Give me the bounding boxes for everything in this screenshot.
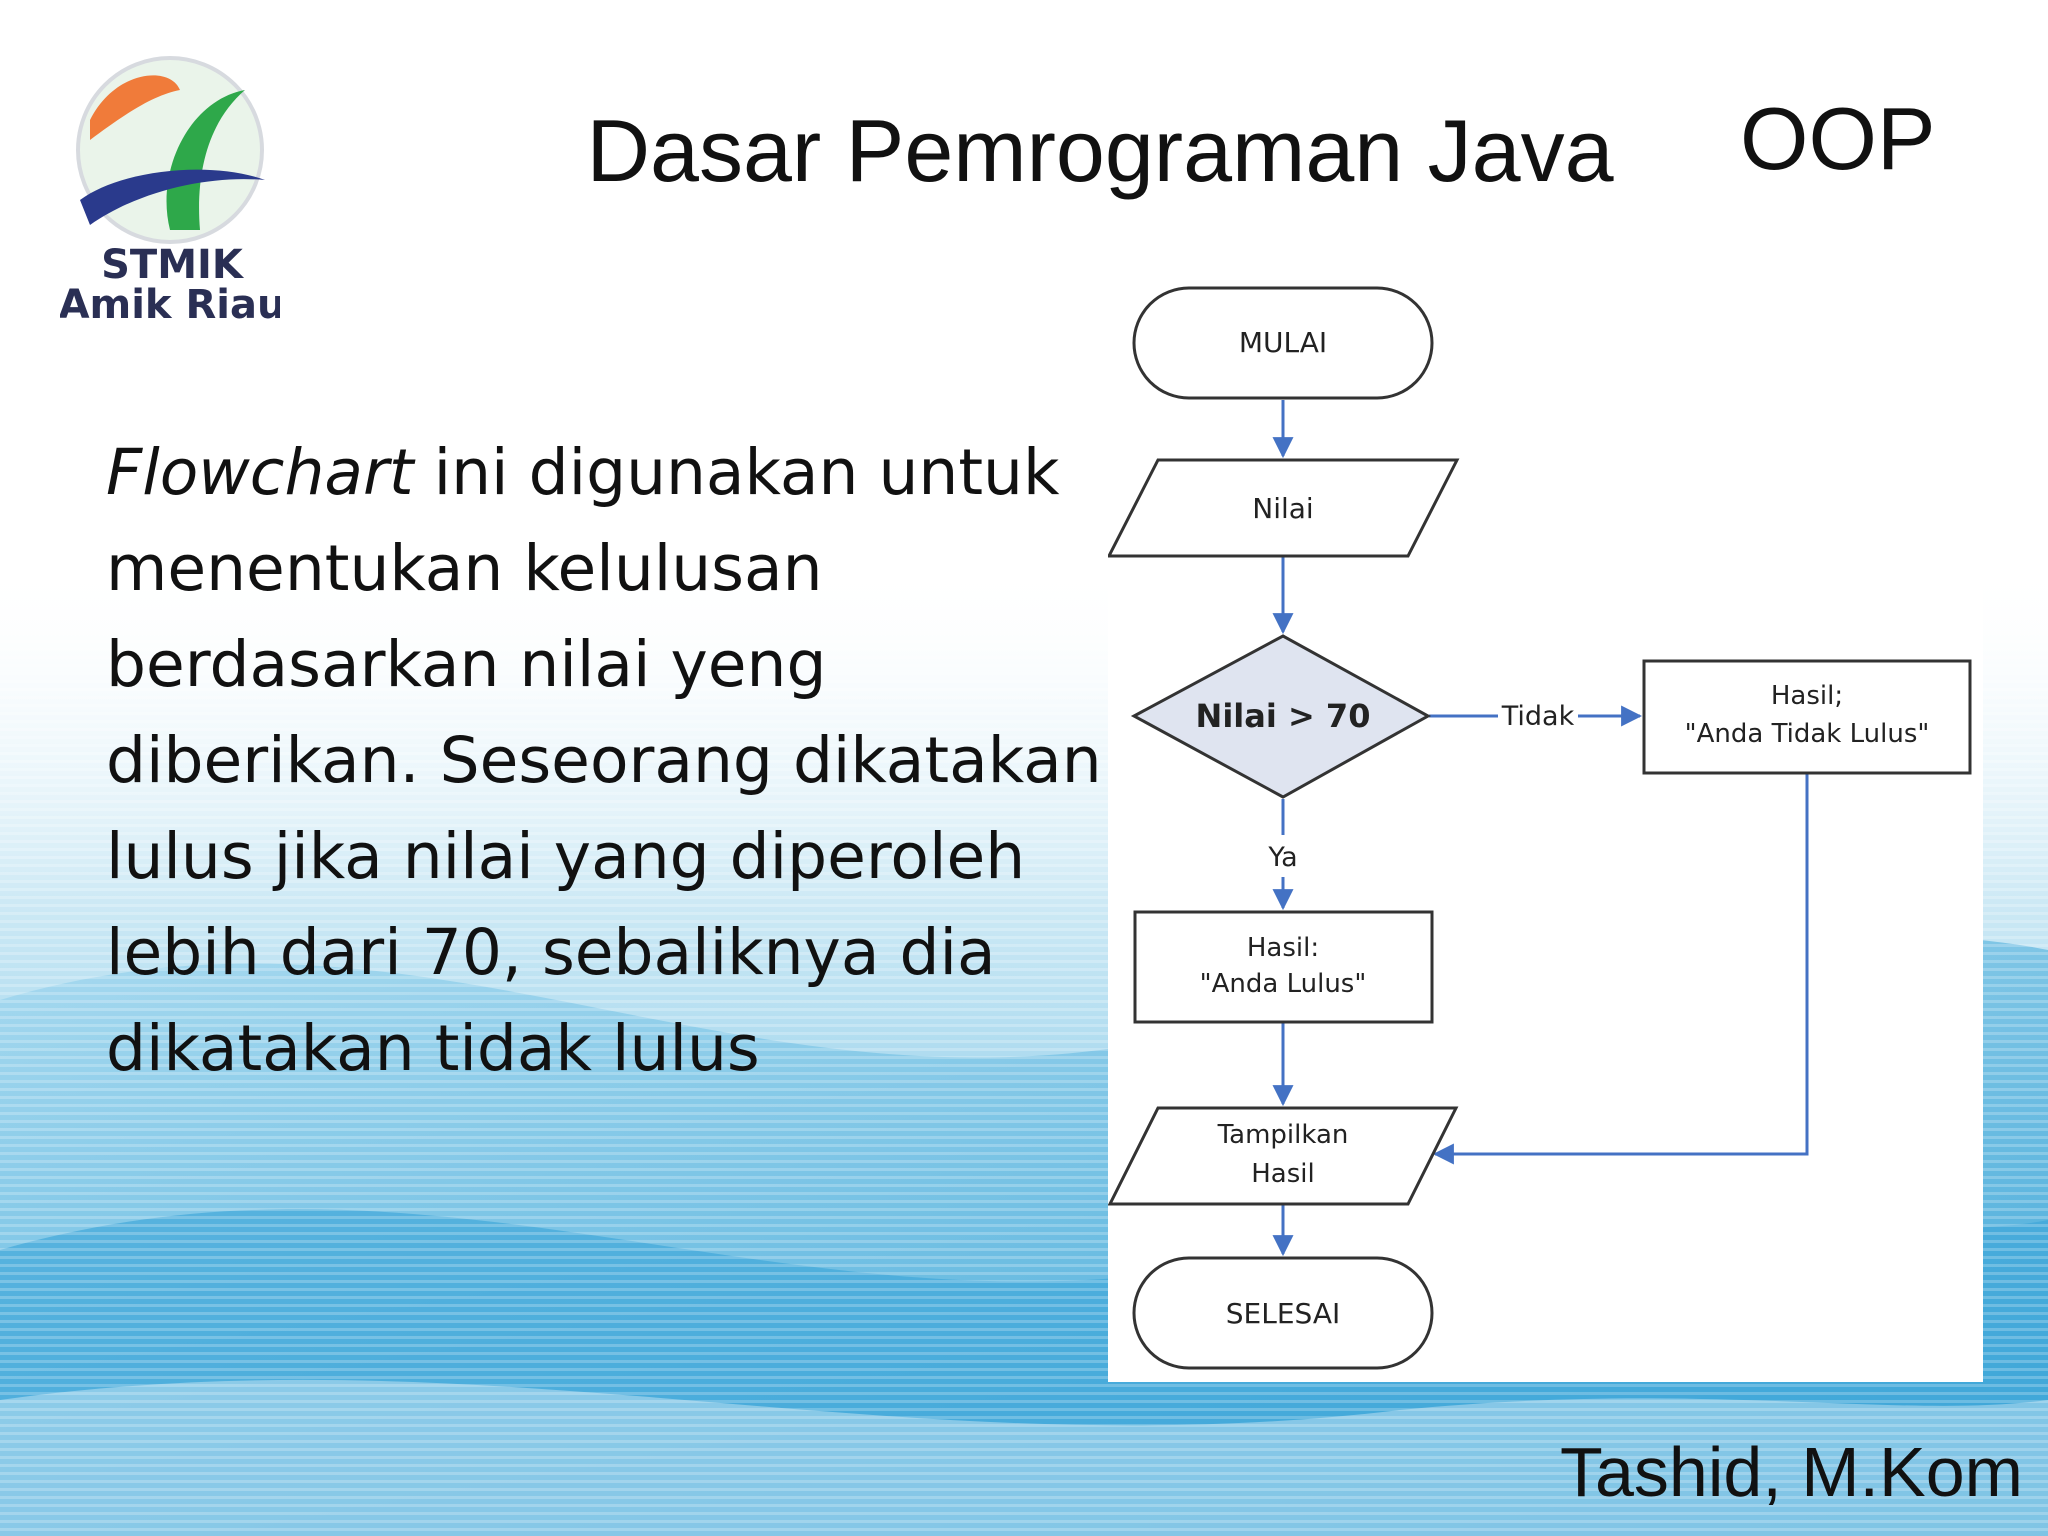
body-paragraph: Flowchart ini digunakan untuk menentukan…	[106, 425, 1106, 1097]
slide-tag: OOP	[1740, 89, 1936, 188]
pass-result-line2: "Anda Lulus"	[1200, 969, 1367, 999]
output-parallelogram	[1108, 1106, 1459, 1206]
decision-diamond	[1130, 634, 1432, 799]
start-label: MULAI	[1239, 326, 1327, 359]
end-label: SELESAI	[1226, 1297, 1340, 1330]
flowchart: MULAI Nilai Nilai > 70 Tidak Ya Hasil; "…	[1108, 270, 1983, 1382]
output-line2: Hasil	[1251, 1159, 1314, 1189]
fail-result-box	[1642, 659, 1972, 775]
stmik-logo: STMIK Amik Riau	[60, 56, 280, 328]
fail-result-line1: Hasil;	[1771, 681, 1843, 711]
body-italic-term: Flowchart	[106, 436, 414, 509]
arrow-fail-to-output	[1432, 774, 1809, 1165]
flowchart-panel	[1108, 270, 1983, 1382]
pass-result-box	[1133, 910, 1434, 1024]
input-parallelogram	[1108, 458, 1460, 558]
body-text: ini digunakan untuk menentukan kelulusan…	[106, 436, 1102, 1085]
slide-title: Dasar Pemrograman Java	[586, 101, 1614, 200]
decision-label: Nilai > 70	[1196, 697, 1371, 735]
output-line1: Tampilkan	[1217, 1120, 1349, 1150]
pass-result-line1: Hasil:	[1247, 933, 1319, 963]
end-terminator	[1132, 1256, 1434, 1370]
logo-text-line2: Amik Riau	[60, 282, 280, 328]
author-name: Tashid, M.Kom	[1560, 1433, 2023, 1511]
fail-result-line2: "Anda Tidak Lulus"	[1685, 719, 1930, 749]
no-branch-label: Tidak	[1501, 701, 1575, 732]
start-terminator	[1132, 286, 1434, 400]
input-label: Nilai	[1252, 492, 1313, 525]
yes-branch-label: Ya	[1267, 842, 1297, 873]
logo-text-line1: STMIK	[101, 242, 245, 288]
